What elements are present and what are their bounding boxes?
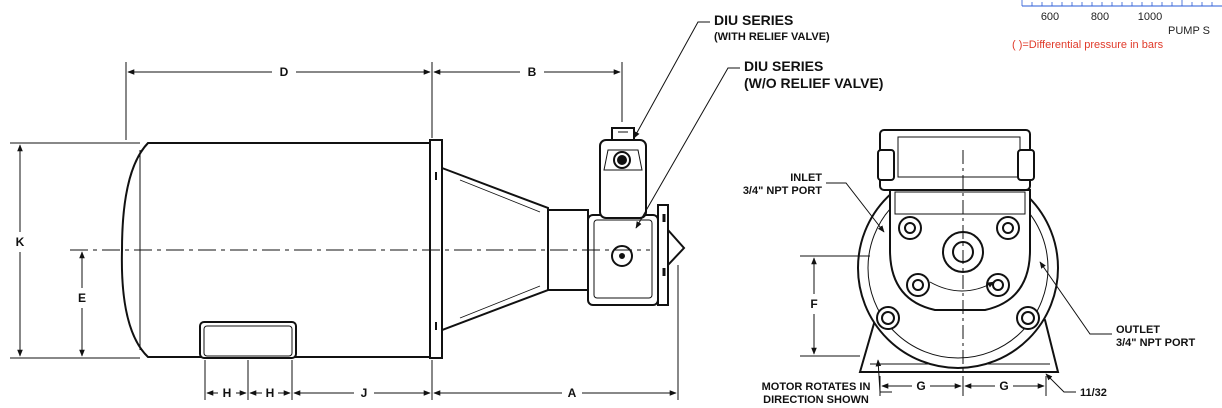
side-dimensions [10, 62, 679, 400]
callout-hole-size: 11/32 [1080, 387, 1107, 399]
dim-e: E [78, 291, 86, 305]
callout-outlet-1: OUTLET [1116, 324, 1160, 336]
front-view [857, 129, 1060, 373]
callout-rotation-1: MOTOR ROTATES IN [762, 381, 871, 393]
dim-g-right: G [999, 379, 1008, 393]
valve-block-top [879, 129, 1031, 191]
dim-f: F [810, 297, 817, 311]
chart-fragment-ticks [1021, 0, 1213, 6]
callout-diu-without-relief-2: (W/O RELIEF VALVE) [744, 75, 883, 91]
side-view [120, 127, 686, 359]
chart-fragment: 600 800 1000 PUMP S ( )=Differential pre… [1012, 0, 1222, 51]
motor-foot [199, 321, 297, 359]
side-leaders [633, 21, 740, 229]
chart-note: ( )=Differential pressure in bars [1012, 39, 1164, 51]
dim-h-right: H [266, 386, 275, 400]
callout-outlet-2: 3/4" NPT PORT [1116, 337, 1195, 349]
dim-g-left: G [916, 379, 925, 393]
chart-tick-800: 800 [1091, 11, 1109, 23]
chart-tick-1000: 1000 [1138, 11, 1162, 23]
dim-k: K [16, 235, 25, 249]
dim-a: A [568, 386, 577, 400]
dim-j: J [361, 386, 368, 400]
dim-h-left: H [223, 386, 232, 400]
chart-tick-600: 600 [1041, 11, 1059, 23]
front-dimensions [800, 150, 1112, 396]
callout-diu-with-relief-1: DIU SERIES [714, 12, 793, 28]
callout-diu-without-relief-1: DIU SERIES [744, 58, 823, 74]
adapter-cone [441, 166, 549, 332]
callout-inlet-2: 3/4" NPT PORT [743, 185, 822, 197]
dim-b: B [528, 65, 537, 79]
chart-axis-label: PUMP S [1168, 25, 1210, 37]
dim-d: D [280, 65, 289, 79]
callout-inlet-1: INLET [790, 172, 822, 184]
callout-rotation-2: DIRECTION SHOWN [763, 394, 869, 406]
callout-diu-with-relief-2: (WITH RELIEF VALVE) [714, 31, 830, 43]
